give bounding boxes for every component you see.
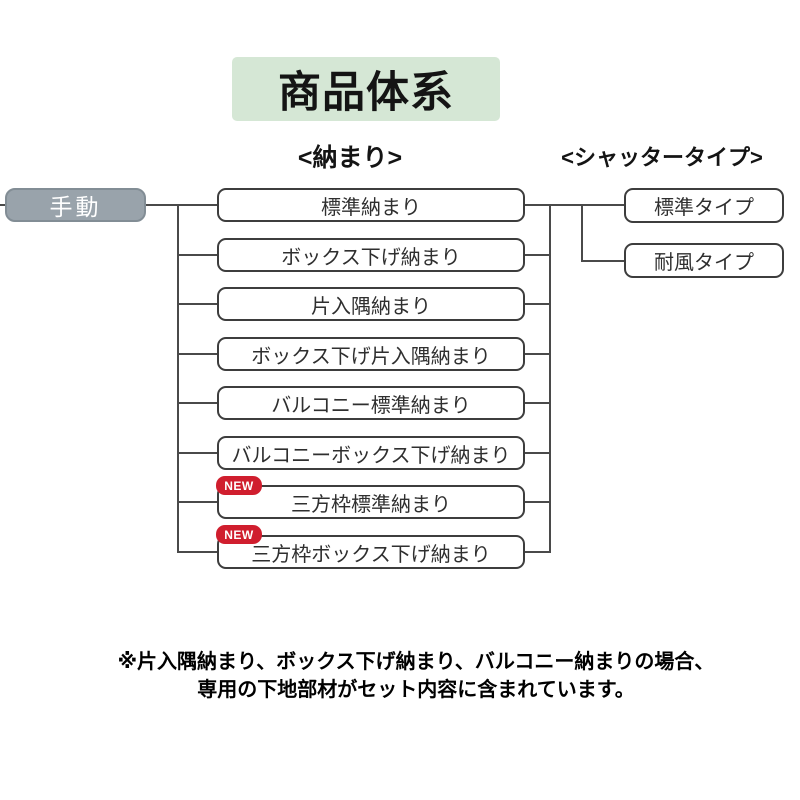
connector-right-trunk — [549, 204, 551, 553]
connector-right-tick-5 — [525, 402, 550, 404]
connector-left-trunk — [177, 204, 179, 553]
connector-root-left-stub — [0, 204, 5, 206]
connector-right-tick-7 — [525, 501, 550, 503]
connector-left-tick-2 — [177, 254, 217, 256]
connector-left-tick-5 — [177, 402, 217, 404]
footer-note-line1: ※片入隅納まり、ボックス下げ納まり、バルコニー納まりの場合、 — [117, 651, 715, 673]
installation-column-heading: <納まり> — [297, 144, 403, 172]
connector-to-windresist-type — [581, 260, 624, 262]
new-badge: NEW — [216, 476, 262, 495]
node-box-lowered-single-corner-installation: ボックス下げ片入隅納まり — [217, 337, 525, 371]
footer-note-line2: 専用の下地部材がセット内容に含まれています。 — [197, 679, 635, 701]
connector-left-tick-8 — [177, 551, 217, 553]
node-threeway-frame-box-lowered-installation: 三方枠ボックス下げ納まり — [217, 535, 525, 569]
page-title: 商品体系 — [232, 57, 500, 121]
connector-left-tick-6 — [177, 452, 217, 454]
connector-root-to-box1 — [146, 204, 217, 206]
root-node-manual: 手動 — [5, 188, 146, 222]
node-balcony-standard-installation: バルコニー標準納まり — [217, 386, 525, 420]
connector-right-tick-2 — [525, 254, 550, 256]
connector-right-tick-6 — [525, 452, 550, 454]
shutter-type-column-heading: <シャッタータイプ> — [561, 145, 763, 170]
node-box-lowered-installation: ボックス下げ納まり — [217, 238, 525, 272]
connector-right-tick-1 — [525, 204, 550, 206]
node-threeway-frame-standard-installation: 三方枠標準納まり — [217, 485, 525, 519]
connector-left-tick-4 — [177, 353, 217, 355]
connector-shutter-branch — [581, 204, 583, 261]
connector-left-tick-3 — [177, 303, 217, 305]
footer-note: ※片入隅納まり、ボックス下げ納まり、バルコニー納まりの場合、 専用の下地部材がセ… — [66, 648, 766, 704]
new-badge: NEW — [216, 525, 262, 544]
node-standard-type: 標準タイプ — [624, 188, 784, 223]
connector-left-tick-7 — [177, 501, 217, 503]
node-standard-installation: 標準納まり — [217, 188, 525, 222]
node-single-corner-installation: 片入隅納まり — [217, 287, 525, 321]
connector-right-tick-4 — [525, 353, 550, 355]
node-balcony-box-lowered-installation: バルコニーボックス下げ納まり — [217, 436, 525, 470]
connector-right-tick-8 — [525, 551, 550, 553]
connector-right-tick-3 — [525, 303, 550, 305]
node-wind-resistant-type: 耐風タイプ — [624, 243, 784, 278]
connector-to-standard-type — [549, 204, 624, 206]
